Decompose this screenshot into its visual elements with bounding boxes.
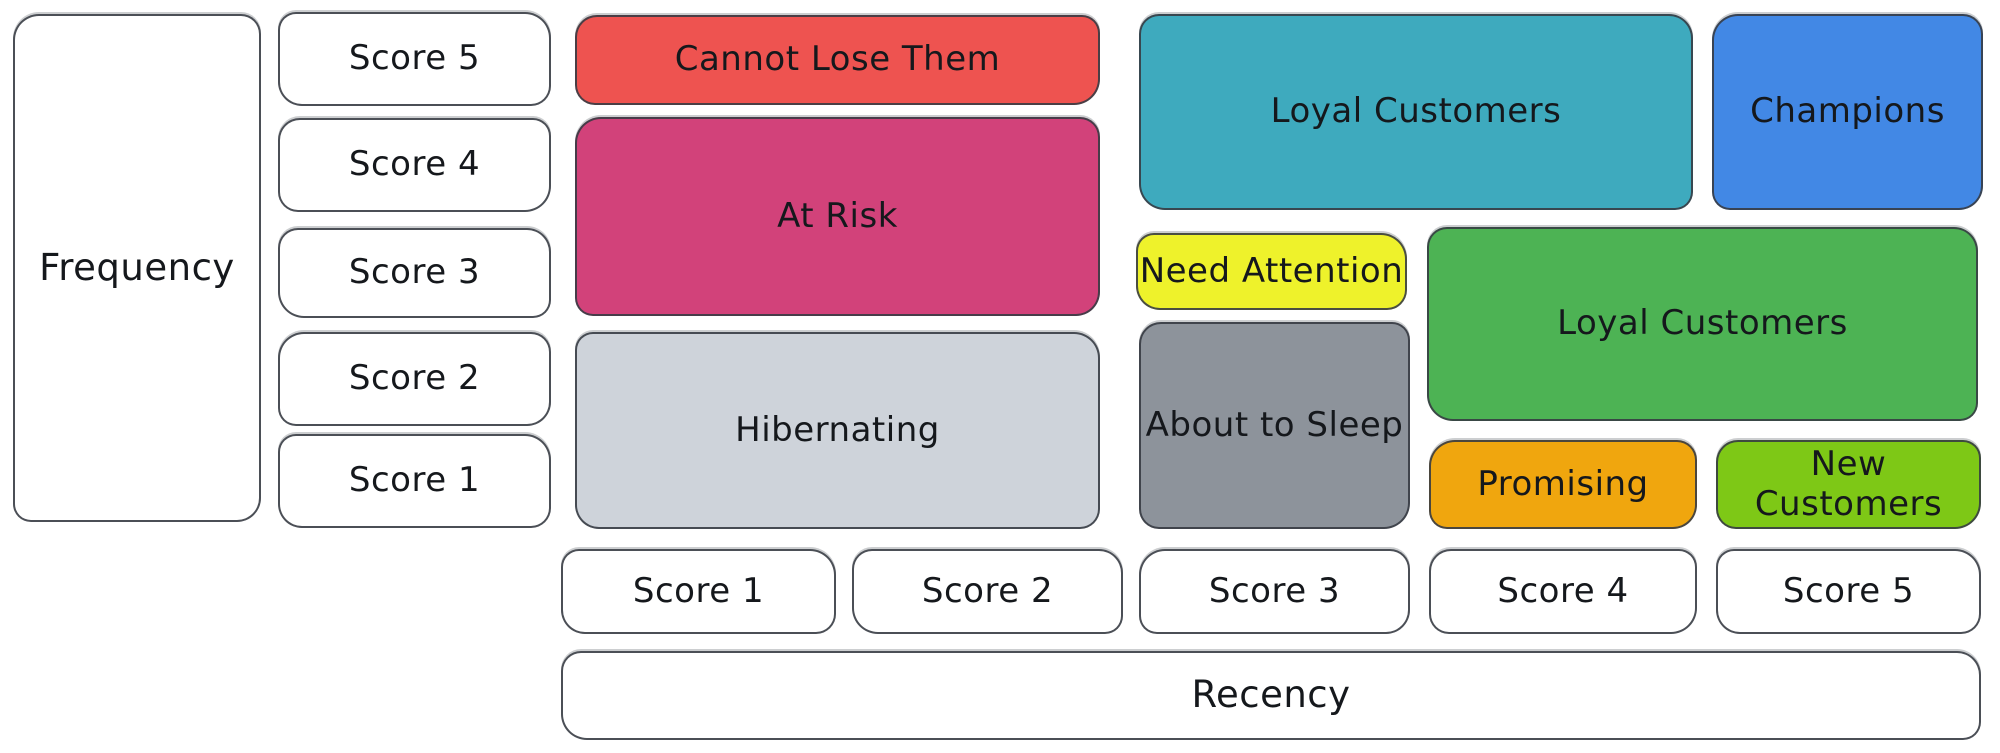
segment-need-attention: Need Attention — [1136, 233, 1407, 310]
segment-at-risk: At Risk — [575, 117, 1100, 316]
segment-hibernating: Hibernating — [575, 332, 1100, 529]
frequency-score-2: Score 2 — [278, 332, 551, 426]
recency-score-2: Score 2 — [852, 549, 1123, 634]
recency-score-4: Score 4 — [1429, 549, 1697, 634]
recency-score-1: Score 1 — [561, 549, 836, 634]
segment-loyal-customers-top: Loyal Customers — [1139, 14, 1693, 210]
segment-about-to-sleep: About to Sleep — [1139, 322, 1410, 529]
segment-cannot-lose-them: Cannot Lose Them — [575, 15, 1100, 105]
segment-loyal-customers-right: Loyal Customers — [1427, 227, 1978, 421]
frequency-score-1: Score 1 — [278, 434, 551, 528]
frequency-score-4: Score 4 — [278, 118, 551, 212]
segment-promising: Promising — [1429, 440, 1697, 529]
recency-score-3: Score 3 — [1139, 549, 1410, 634]
segment-champions: Champions — [1712, 14, 1983, 210]
segment-new-customers: New Customers — [1716, 440, 1981, 529]
frequency-axis-label: Frequency — [13, 14, 261, 522]
frequency-score-5: Score 5 — [278, 12, 551, 106]
frequency-score-3: Score 3 — [278, 228, 551, 318]
recency-axis-label: Recency — [561, 651, 1981, 740]
recency-score-5: Score 5 — [1716, 549, 1981, 634]
